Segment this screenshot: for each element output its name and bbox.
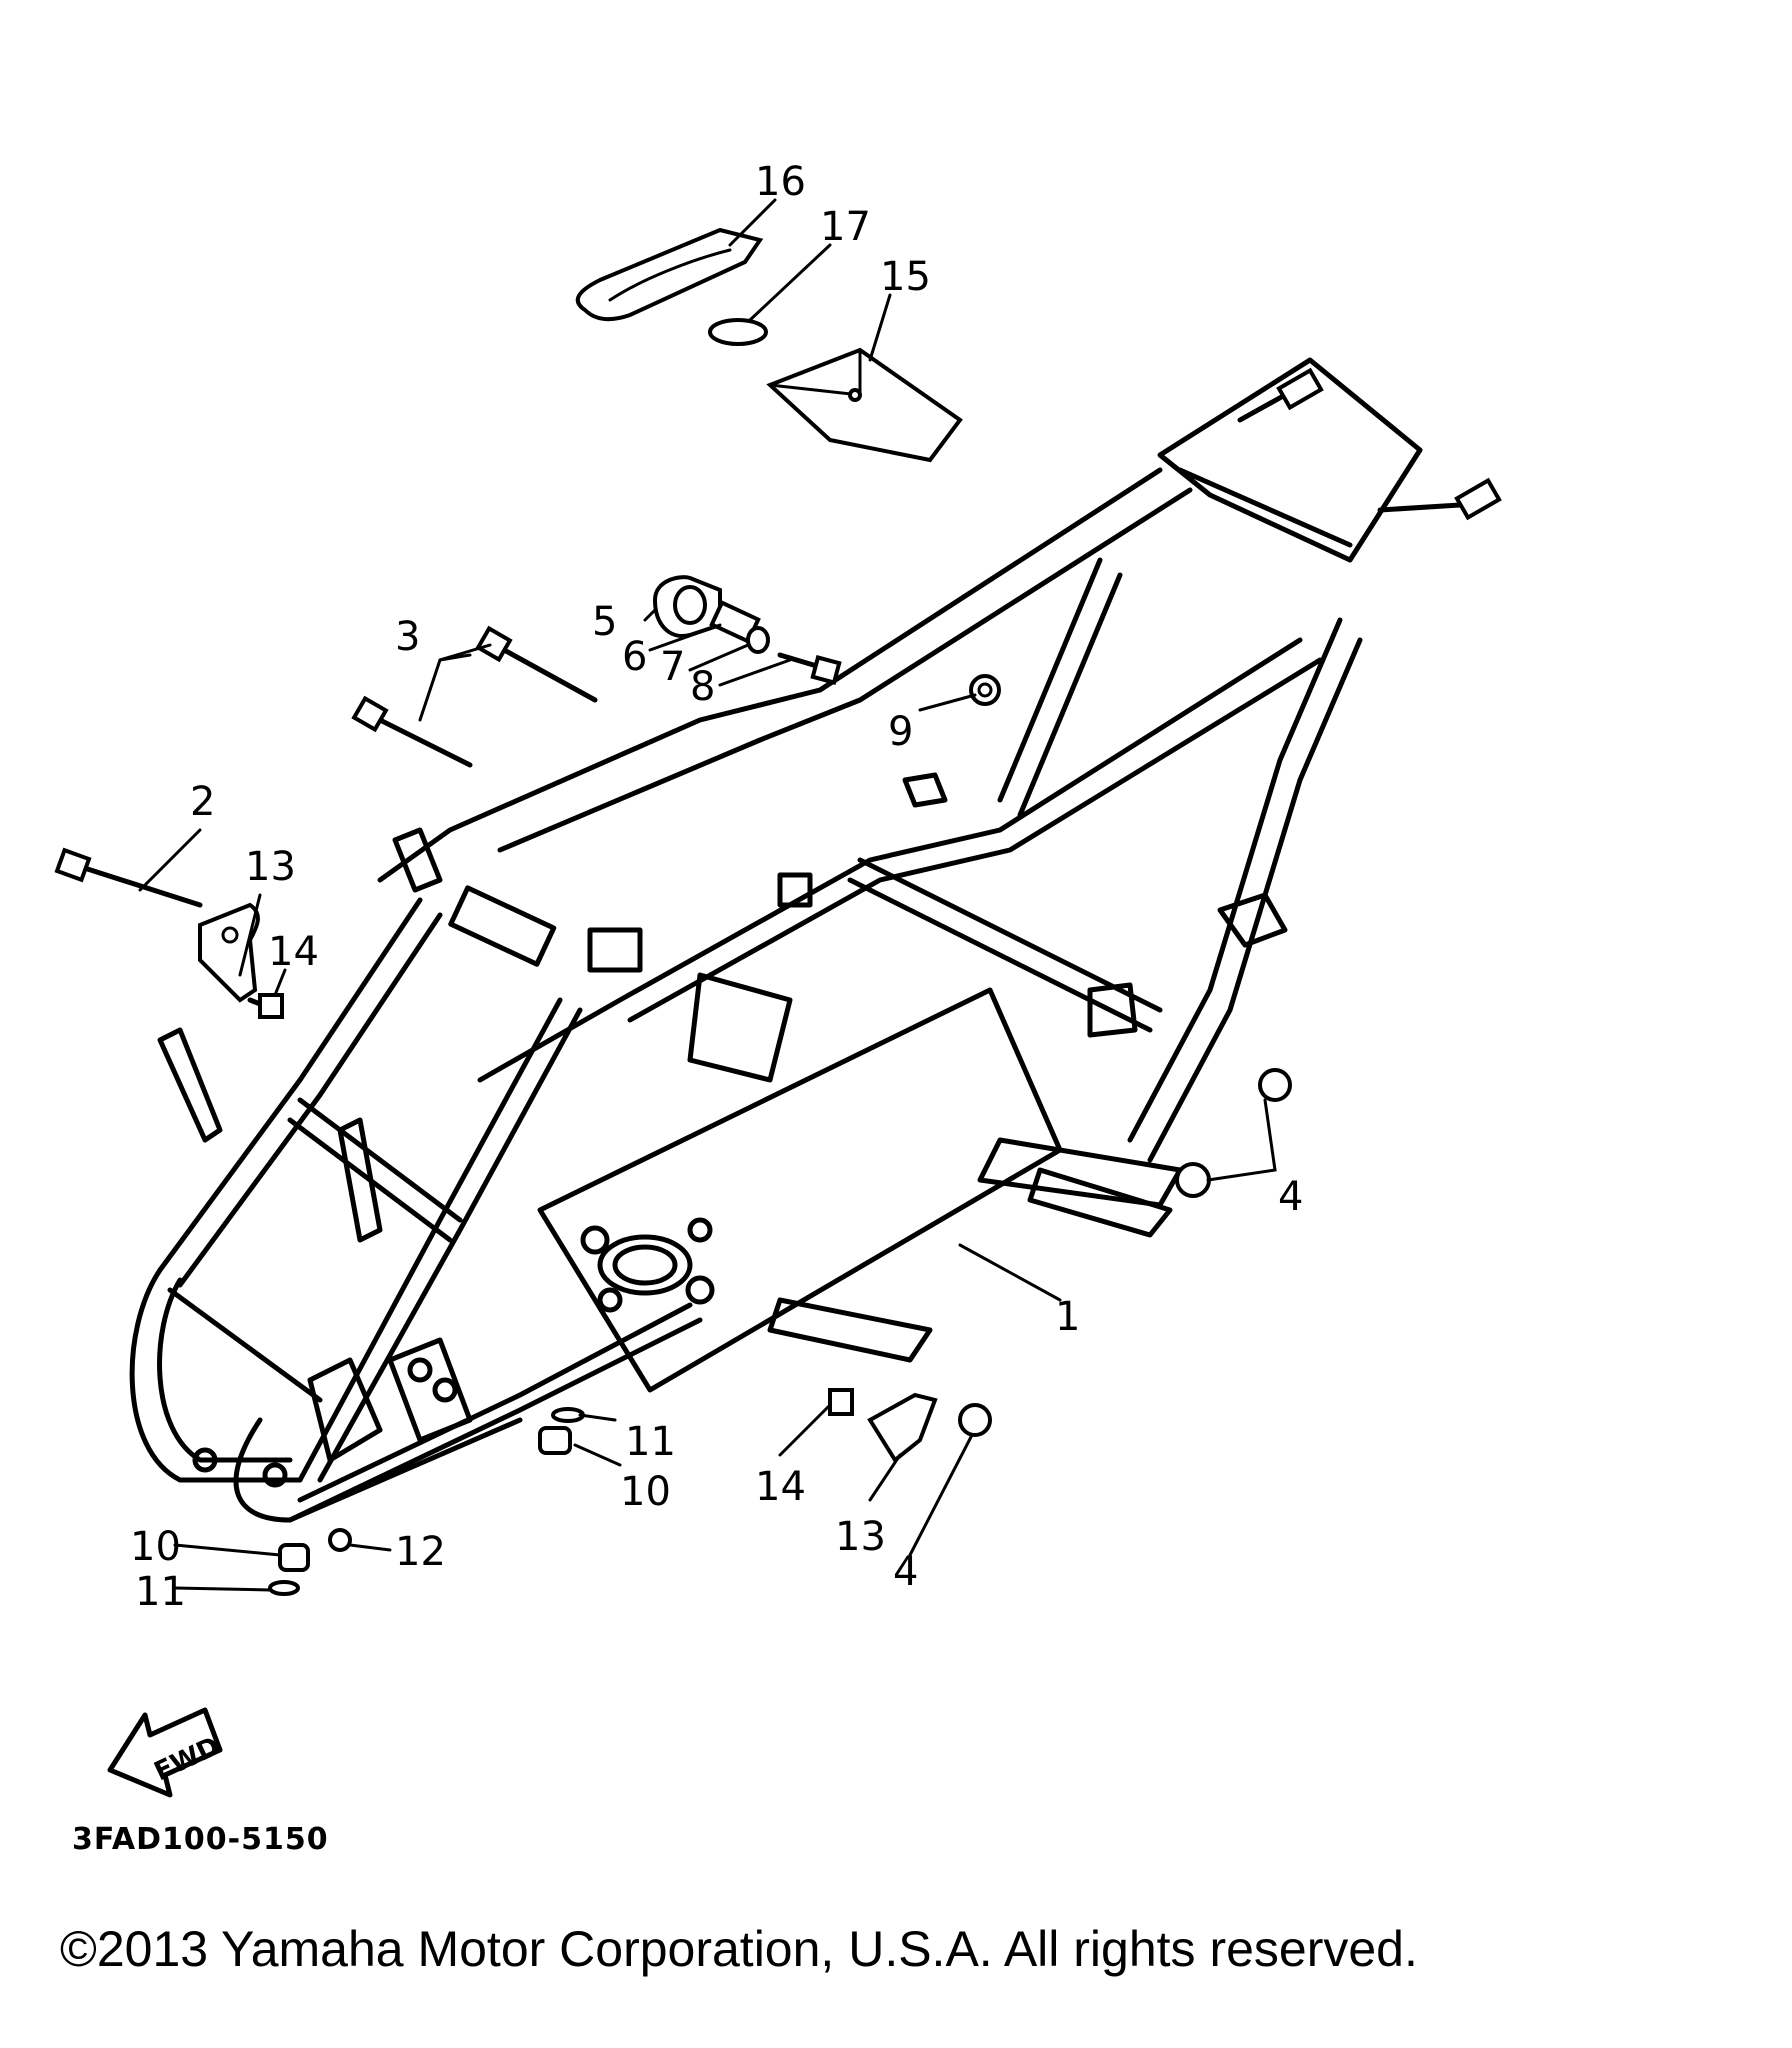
callout-4-upper: 4	[1278, 1174, 1303, 1220]
diagram-code: 3FAD100-5150	[72, 1822, 329, 1857]
part-2-bolt	[54, 847, 203, 908]
part-17-o-ring	[708, 318, 768, 346]
part-3-bolts	[351, 625, 598, 768]
callout-1: 1	[1055, 1294, 1080, 1340]
part-13-bracket-left	[198, 902, 260, 1003]
frame-exploded-diagram: 1 2 3 4 4 5 6 7 8 9 10 10 11 11 12 13 13…	[54, 159, 1502, 1798]
part-16-cover	[575, 227, 764, 322]
part-9-nut	[969, 674, 1001, 706]
callout-13-right: 13	[835, 1514, 886, 1560]
callout-10-left: 10	[130, 1524, 181, 1570]
callout-13-left: 13	[245, 844, 296, 890]
callout-7: 7	[660, 644, 685, 690]
callout-9: 9	[888, 709, 913, 755]
frame-assembly	[129, 357, 1502, 1523]
callout-15: 15	[880, 254, 931, 300]
callout-5: 5	[592, 599, 617, 645]
part-8-bolt	[777, 652, 842, 685]
copyright-notice: ©2013 Yamaha Motor Corporation, U.S.A. A…	[60, 1921, 1418, 1977]
callout-3: 3	[395, 614, 420, 660]
callout-2: 2	[190, 779, 215, 825]
callout-10-right: 10	[620, 1469, 671, 1515]
part-11-washer	[268, 1407, 585, 1596]
callout-17: 17	[820, 204, 871, 250]
callout-11-right: 11	[625, 1419, 676, 1465]
callout-6: 6	[622, 634, 647, 680]
part-15-pouch	[766, 347, 963, 463]
callout-11-left: 11	[135, 1569, 186, 1615]
part-12-bolt	[328, 1528, 352, 1552]
part-4-nut-lower	[958, 1403, 992, 1437]
part-13-bracket-right	[867, 1392, 938, 1463]
leader-lines	[138, 198, 1277, 1592]
part-10-rubber-mount	[278, 1426, 572, 1572]
part-14-bolt-left	[247, 993, 284, 1019]
part-4-nut-upper	[1175, 1068, 1292, 1198]
part-7-washer	[746, 626, 770, 654]
callout-4-lower: 4	[893, 1549, 918, 1595]
fwd-arrow-icon: FWD	[107, 1707, 224, 1798]
fwd-label: FWD	[150, 1731, 224, 1787]
callout-16: 16	[755, 159, 806, 205]
part-14-bolt-right	[828, 1388, 854, 1416]
callout-12: 12	[395, 1529, 446, 1575]
callout-14-left: 14	[268, 929, 319, 975]
callout-8: 8	[690, 664, 715, 710]
callout-14-right: 14	[755, 1464, 806, 1510]
callouts: 1 2 3 4 4 5 6 7 8 9 10 10 11 11 12 13 13…	[130, 159, 1303, 1615]
